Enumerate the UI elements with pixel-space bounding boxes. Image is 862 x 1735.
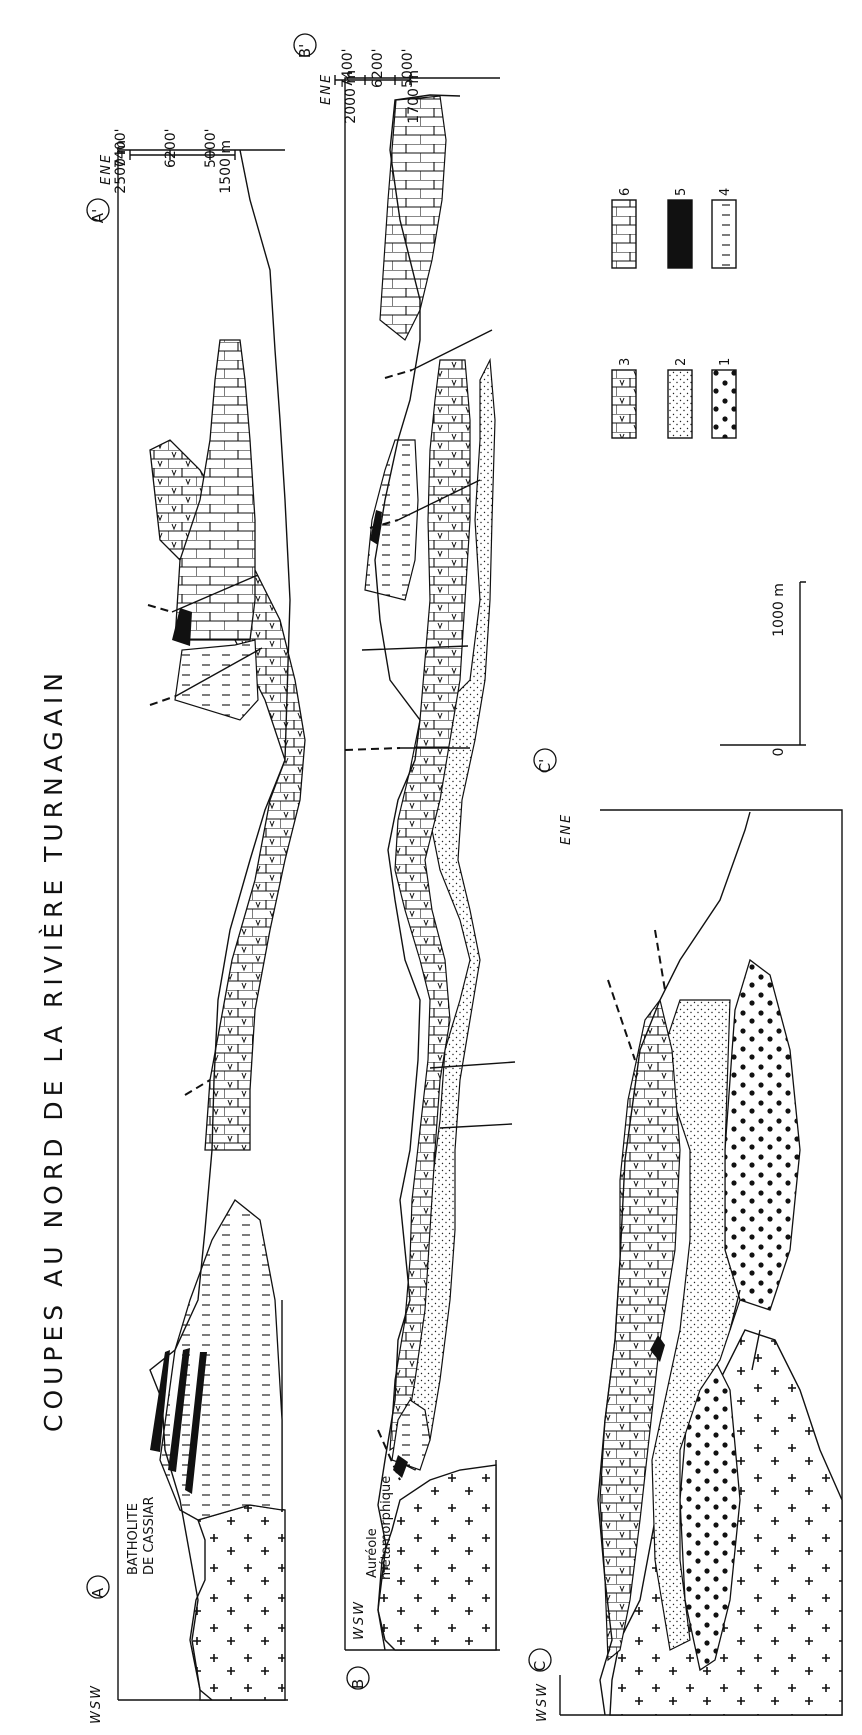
- section-a-right-letter: A': [89, 209, 107, 223]
- legend-number-1: 1: [718, 358, 733, 366]
- figure-title: COUPES AU NORD DE LA RIVIÈRE TURNAGAIN: [39, 668, 68, 1432]
- section-a-fault-2-dashed: [150, 696, 176, 705]
- section-b-right-letter: B': [296, 44, 314, 58]
- legend-swatch-2: [668, 370, 692, 438]
- section-b-unit-4-upper: [365, 440, 418, 600]
- section-c-fault-1-dashed: [608, 980, 635, 1060]
- scale-bar-start: 0: [771, 748, 787, 757]
- section-c-right-direction: ENE: [559, 813, 574, 845]
- section-a-unit-4-upper: [175, 640, 258, 720]
- section-b-axis-ft-1: 7400': [340, 49, 356, 88]
- section-c-right-letter: C': [536, 759, 554, 774]
- legend-swatch-1: [712, 370, 736, 438]
- section-b-batholith: [378, 1465, 496, 1650]
- batholith-label-line-2: DE CASSIAR: [142, 1496, 157, 1575]
- section-a-fault-3-dashed: [185, 1080, 210, 1095]
- legend-swatch-4: [712, 200, 736, 268]
- section-b-fault-4-dashed: [345, 748, 400, 750]
- title-text: COUPES AU NORD DE LA RIVIÈRE TURNAGAIN: [39, 668, 68, 1432]
- section-a-axis-ft-2: 6200': [163, 129, 179, 168]
- section-b-left-direction: WSW: [352, 1600, 367, 1640]
- scale-bar-ticks: [800, 582, 806, 745]
- aureole-label-line-2: métamorphique: [379, 1476, 394, 1580]
- scale-bar-line: [720, 582, 800, 745]
- section-b: B WSW Auréole métamorphique 2000 m 1700 …: [294, 34, 515, 1689]
- batholith-label-line-1: BATHOLITE: [126, 1503, 141, 1575]
- section-b-fault-1-dashed: [385, 370, 412, 378]
- legend-number-3: 3: [618, 358, 633, 366]
- section-c-fault-2-dashed: [655, 930, 665, 990]
- section-a-left-marker: A: [87, 1576, 109, 1598]
- section-b-right-direction: ENE: [319, 73, 334, 105]
- legend-swatch-5: [668, 200, 692, 268]
- section-a-batholith: [190, 1505, 285, 1700]
- section-a-fault-1-dashed: [148, 605, 172, 612]
- legend-swatch-6: [612, 200, 636, 268]
- section-b-axis-ft-3: 5000': [400, 49, 416, 88]
- section-a-right-axis: 2500 m 1500 m 7400' 6200' 5000' ENE A': [87, 129, 235, 224]
- section-a: A WSW BATHOLITE DE CASSIAR 2500 m 1500 m…: [87, 129, 305, 1724]
- legend-swatch-3: [612, 370, 636, 438]
- section-b-left-letter: B: [349, 1679, 367, 1689]
- section-a-left-letter: A: [89, 1587, 107, 1598]
- section-b-axis-ft-2: 6200': [370, 49, 386, 88]
- scale-bar: 0 1000 m: [720, 582, 806, 756]
- section-b-unit-6: [380, 96, 446, 340]
- section-a-axis-m-bottom: 1500 m: [218, 140, 234, 194]
- section-c-left-direction: WSW: [535, 1682, 550, 1722]
- aureole-label-line-1: Auréole: [365, 1528, 380, 1578]
- section-a-axis-ft-3: 5000': [203, 129, 219, 168]
- section-c: C WSW ENE C': [529, 749, 842, 1722]
- section-a-unit-4: [160, 1200, 282, 1520]
- legend-number-4: 4: [718, 188, 733, 196]
- section-a-left-direction: WSW: [89, 1684, 104, 1724]
- legend-number-2: 2: [674, 358, 689, 366]
- section-c-unit-1-upper: [725, 960, 800, 1310]
- scale-bar-end: 1000 m: [771, 583, 787, 637]
- legend: 1 2 3 4 5 6: [612, 188, 736, 438]
- section-c-left-letter: C: [531, 1661, 549, 1671]
- section-a-unit-5-lens: [172, 608, 192, 646]
- section-a-right-direction: ENE: [99, 153, 114, 185]
- legend-number-6: 6: [618, 188, 633, 196]
- legend-number-5: 5: [674, 188, 689, 196]
- section-a-axis-ft-1: 7400': [113, 129, 129, 168]
